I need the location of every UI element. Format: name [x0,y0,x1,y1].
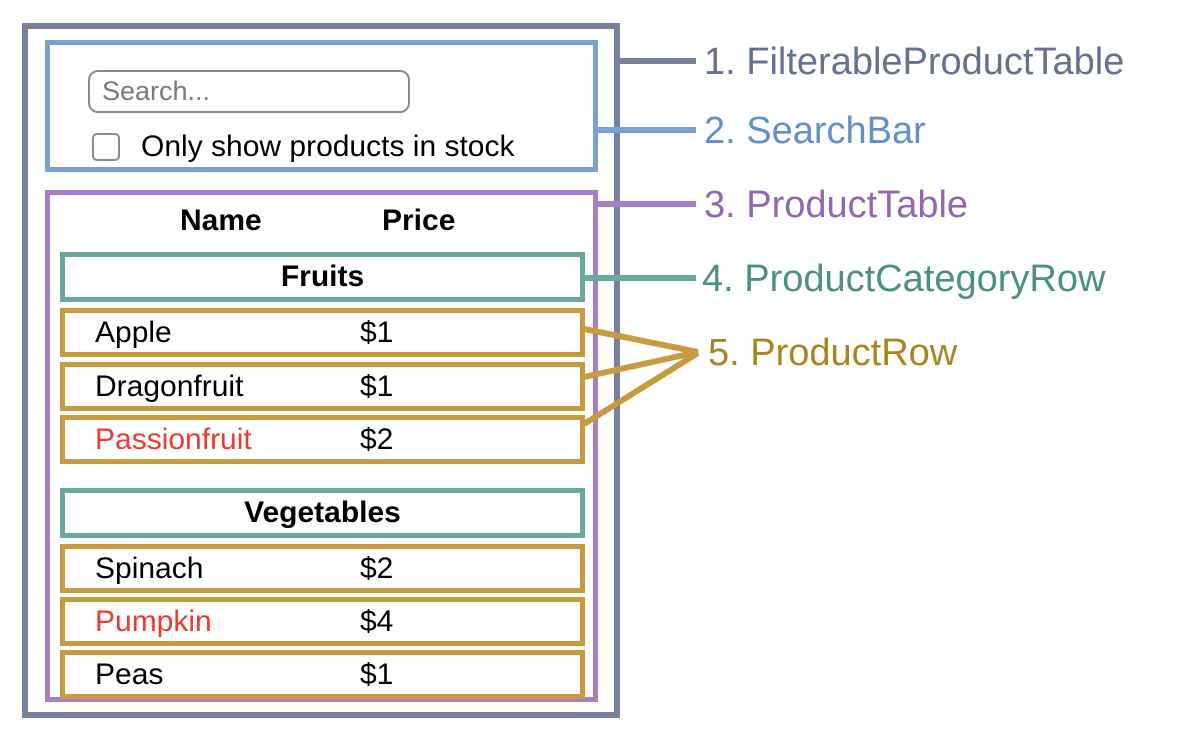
product-price: $2 [360,423,394,456]
in-stock-filter-row: Only show products in stock [92,130,515,164]
product-row-pumpkin: Pumpkin $4 [60,597,585,646]
hierarchy-label-filterable-product-table: 1. FilterableProductTable [704,41,1125,83]
product-row-dragonfruit: Dragonfruit $1 [60,362,585,411]
product-name: Passionfruit [95,423,252,456]
leader-line-product-table [596,201,696,207]
product-price: $2 [360,552,394,585]
hierarchy-label-product-category-row: 4. ProductCategoryRow [702,258,1106,300]
hierarchy-label-product-row: 5. ProductRow [708,332,958,374]
product-price: $1 [360,316,394,349]
leader-line-product-category-row [583,275,696,281]
product-row-spinach: Spinach $2 [60,544,585,593]
product-name: Dragonfruit [95,370,244,403]
category-row-fruits: Fruits [60,252,585,302]
in-stock-checkbox-label: Only show products in stock [141,130,515,163]
product-price: $1 [360,658,394,691]
product-row-peas: Peas $1 [60,650,585,699]
column-header-name: Name [180,204,262,237]
product-price: $1 [360,370,394,403]
product-name: Spinach [95,552,204,585]
product-row-passionfruit: Passionfruit $2 [60,415,585,464]
column-header-price: Price [382,204,456,237]
category-row-vegetables: Vegetables [60,488,585,538]
hierarchy-label-search-bar: 2. SearchBar [704,110,926,152]
product-name: Pumpkin [95,605,212,638]
leader-line-filterable-product-table [618,58,696,64]
product-name: Peas [95,658,164,691]
product-name: Apple [95,316,172,349]
search-input[interactable] [88,70,410,113]
hierarchy-label-product-table: 3. ProductTable [704,184,969,226]
leader-line-search-bar [596,127,696,133]
product-row-apple: Apple $1 [60,308,585,357]
product-price: $4 [360,605,394,638]
in-stock-checkbox[interactable] [92,133,120,161]
